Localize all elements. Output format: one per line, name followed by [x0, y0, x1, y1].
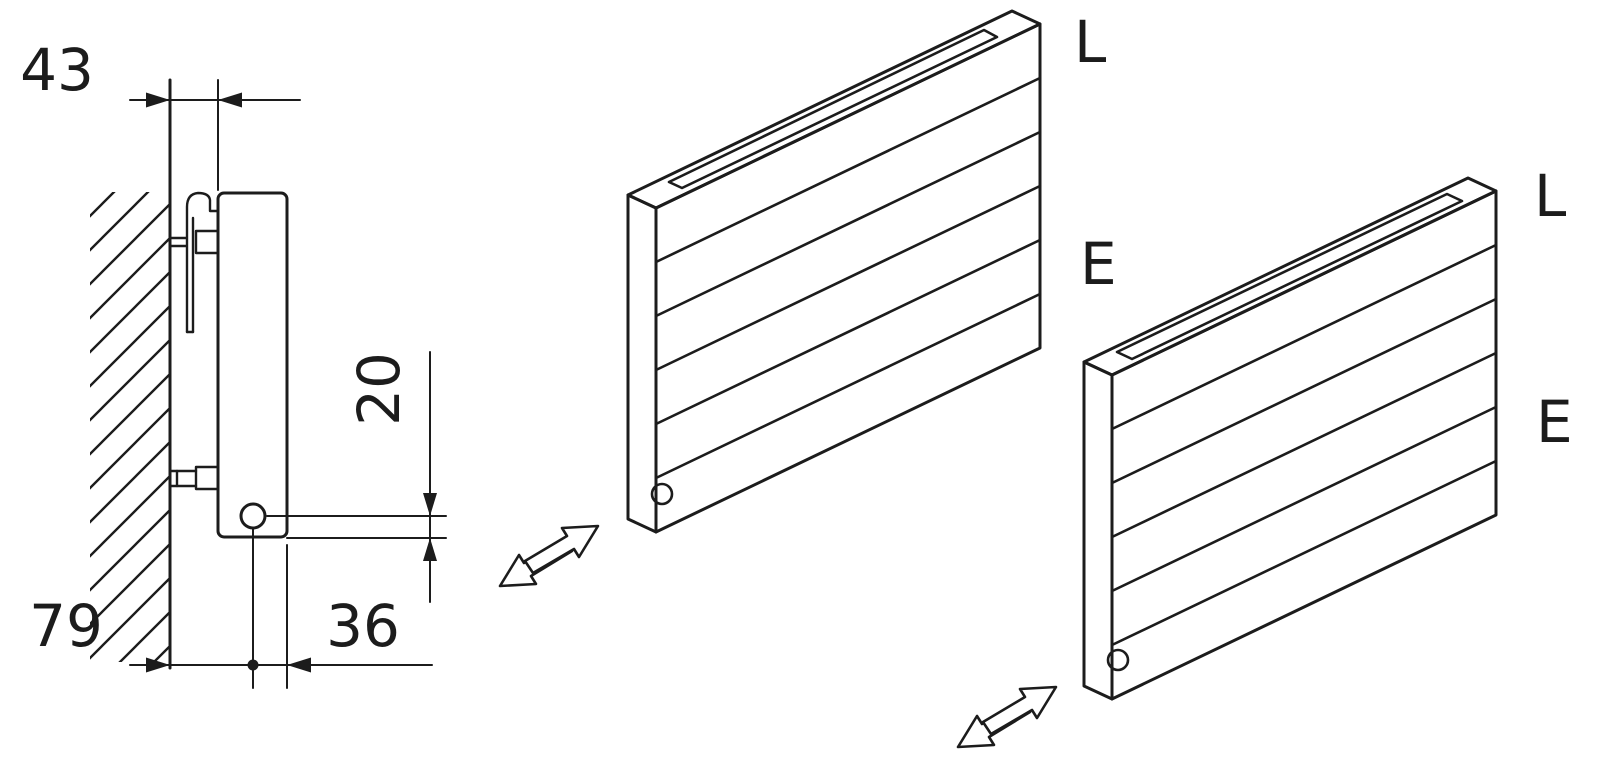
pipe-connection-circle [650, 482, 674, 506]
radiator-top-opening [667, 28, 999, 190]
dim-43-label: 43 [20, 36, 94, 104]
direction-swap-icon [498, 524, 600, 588]
radiator-top-grille [1115, 192, 1464, 361]
radiator-front-slats [1110, 243, 1498, 647]
arrowhead [146, 657, 170, 673]
label-L: L [1074, 8, 1106, 76]
radiator-side-profile [216, 191, 289, 539]
radiator-plain-top-isometric: L E [626, 8, 1117, 534]
pipe-connection-circle [1106, 648, 1130, 672]
arrowhead [423, 493, 437, 516]
dim-79-label: 79 [29, 592, 103, 660]
arrowhead [218, 92, 242, 108]
side-view-drawing: 43 20 [20, 36, 447, 689]
dim-20-label: 20 [345, 352, 413, 426]
dimension-79-36: 79 36 [29, 528, 433, 689]
radiator-top-face [626, 9, 1042, 210]
pipe-connection-circle [239, 502, 267, 530]
radiator-front-slats [654, 76, 1042, 480]
radiator-left-side-face [1082, 360, 1114, 701]
radiator-top-face [1082, 176, 1498, 377]
dimension-origin-dot [247, 659, 259, 671]
label-L: L [1534, 162, 1566, 230]
wall-hatching [90, 192, 170, 662]
direction-swap-icon [956, 685, 1058, 749]
dim-36-label: 36 [326, 592, 400, 660]
radiator-left-side-face [626, 193, 658, 534]
arrowhead [423, 538, 437, 561]
arrowhead [146, 92, 170, 108]
label-E: E [1536, 388, 1573, 456]
bracket-bottom [169, 465, 220, 491]
label-E: E [1080, 230, 1117, 298]
dimension-20: 20 [266, 351, 447, 603]
arrowhead [287, 657, 311, 673]
dimension-43: 43 [20, 36, 301, 191]
bracket-top [169, 191, 220, 334]
radiator-grille-top-isometric: L E [1082, 162, 1573, 701]
